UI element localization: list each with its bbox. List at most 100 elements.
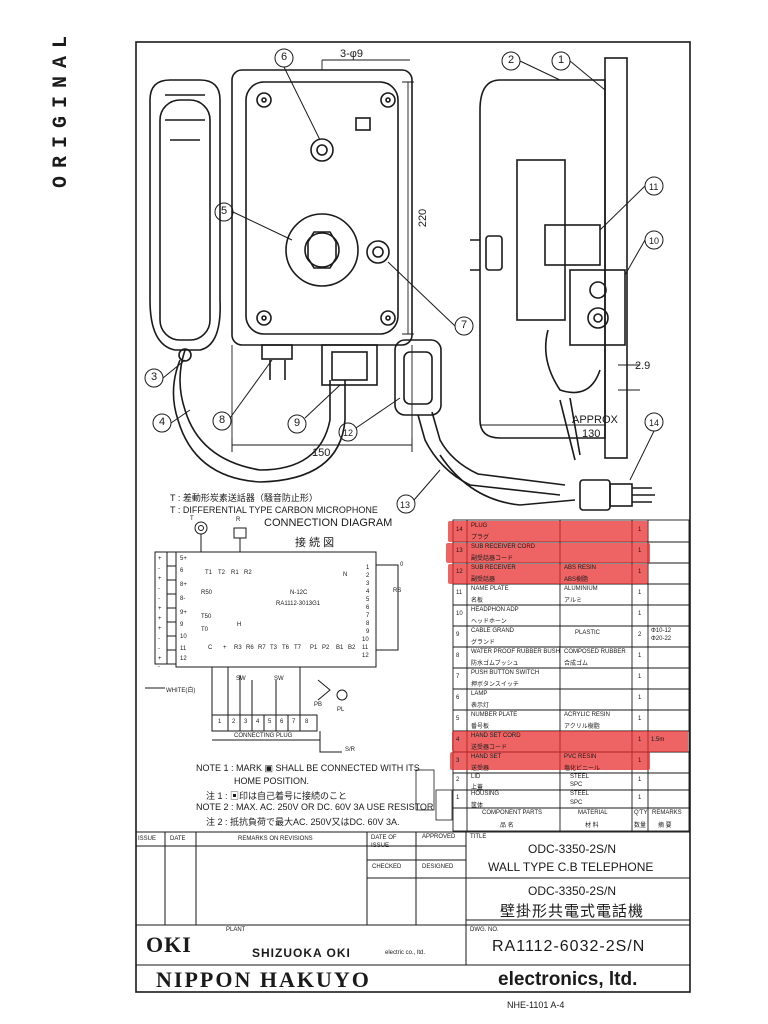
term-b2: B2: [348, 645, 356, 651]
term-p1: P1: [310, 645, 318, 651]
part-en: SUB RECEIVER: [471, 565, 516, 571]
part-qty: 1: [638, 758, 642, 764]
mic-note-jp: T : 差動形炭素送話器（騒音防止形）: [170, 493, 318, 503]
form-number: NHE-1101 A-4: [507, 1000, 565, 1010]
part-mat: STEEL: [570, 791, 590, 797]
part-qty: 1: [638, 777, 642, 783]
rev-issue: ISSUE: [138, 836, 157, 842]
callout-10: 10: [649, 236, 660, 246]
dim-approx: APPROX: [572, 414, 618, 426]
plug-pin-8: 8: [305, 719, 309, 725]
diagram-t-label: T: [190, 516, 194, 522]
part-no: 9: [456, 632, 460, 638]
rev-checked: CHECKED: [372, 864, 402, 870]
part-no: 11: [456, 590, 463, 596]
diagram-title-en: CONNECTION DIAGRAM: [264, 517, 393, 529]
header-remarks: REMARKS: [652, 810, 682, 816]
company-name: SHIZUOKA OKI: [252, 946, 351, 960]
term-r3: R3: [234, 645, 242, 651]
dim-top: 3-φ9: [340, 48, 364, 60]
part-mat: STEEL: [570, 774, 590, 780]
diagram-r-label: R: [236, 517, 241, 523]
part-en: PUSH BUTTON SWITCH: [471, 670, 540, 676]
header-remarks-jp: 摘 要: [658, 823, 672, 829]
lnum-1: 6: [180, 568, 184, 574]
approval-stamps: [415, 769, 453, 821]
rev-date-of-issue: DATE OF ISSUE: [371, 835, 397, 849]
part-qty: 1: [638, 548, 642, 554]
callout-2: 2: [508, 54, 515, 66]
lnum-0: 5+: [180, 556, 187, 562]
part-qty: 1: [638, 590, 642, 596]
mic-note-en: T : DIFFERENTIAL TYPE CARBON MICROPHONE: [170, 505, 378, 515]
rs-pin-12: 12: [362, 653, 369, 659]
highlight-sub-receiver-cord: [446, 543, 650, 563]
sign-9: -: [158, 646, 160, 652]
part-jp: 副受話器コード: [471, 556, 514, 562]
diagram-sw-label-1: SW: [236, 676, 246, 682]
part-en: HOUSING: [471, 791, 500, 797]
rev-date: DATE: [170, 836, 186, 842]
lnum-5: 9: [180, 622, 184, 628]
rev-title-label: TITLE: [470, 834, 487, 840]
dim-height: 220: [417, 208, 430, 228]
part-en: NAME PLATE: [471, 586, 509, 592]
sign-3: -: [158, 586, 160, 592]
part-no: 6: [456, 695, 460, 701]
rs-pin-10: 10: [362, 637, 369, 643]
highlight-sub-receiver: [448, 564, 648, 584]
part-jp: 送受器コード: [471, 745, 508, 751]
part-mat-jp: アクリル樹脂: [564, 724, 600, 730]
lnum-7: 11: [180, 646, 187, 652]
part-mat-jp: 塩化ビニール: [564, 766, 601, 772]
part-no: 8: [456, 653, 460, 659]
part-jp: プラグ: [471, 535, 490, 541]
diagram-white-label: WHITE(白): [166, 688, 196, 694]
callout-11: 11: [649, 182, 659, 192]
rs-pin-3: 3: [366, 581, 370, 587]
dim-side: 2.9: [635, 360, 651, 372]
part-mat: COMPOSED RUBBER: [564, 649, 626, 655]
term-r2: R2: [244, 570, 252, 576]
note1-jp: 注 1 : ▣印は自己着号に接続のこと: [206, 791, 348, 801]
title-block-grid: [136, 831, 690, 966]
part-no: 5: [456, 716, 460, 722]
part-mat-jp: SPC: [570, 782, 583, 788]
term-r1: R1: [231, 570, 239, 576]
part-no: 4: [456, 737, 460, 743]
lnum-3: 8-: [180, 596, 186, 602]
sign-6: +: [158, 616, 162, 622]
part-en: HAND SET: [471, 754, 502, 760]
part-mat-jp: ABS樹脂: [564, 577, 589, 583]
plug-pin-7: 7: [292, 719, 296, 725]
part-rem: Φ10-12 Φ20-22: [651, 628, 672, 642]
rs-pin-11: 11: [362, 645, 369, 651]
part-no: 7: [456, 674, 460, 680]
sign-11: -: [158, 664, 160, 670]
header-qty: Q'TY: [634, 810, 648, 816]
rev-dwg-label: DWG. NO.: [470, 927, 499, 933]
part-jp: 上蓋: [471, 785, 484, 791]
lnum-4: 9+: [180, 610, 187, 616]
part-en: HAND SET CORD: [471, 733, 521, 739]
diagram-h-label: H: [237, 622, 242, 628]
rs-pin-5: 5: [366, 597, 370, 603]
part-en: PLUG: [471, 523, 488, 529]
diagram-sr-label: S/R: [345, 747, 356, 753]
part-mat-jp: アルミ: [564, 598, 582, 604]
sign-2: +: [158, 576, 162, 582]
rev-approved: APPROVED: [422, 834, 456, 840]
term-t6: T6: [282, 645, 290, 651]
diagram-title-jp: 接 続 図: [295, 537, 335, 549]
callout-3: 3: [151, 371, 158, 383]
callout-13: 13: [400, 500, 411, 510]
drawing-number: RA1112-6032-2S/N: [492, 938, 646, 955]
callouts: [144, 48, 664, 514]
part-mat: ACRYLIC RESIN: [564, 712, 610, 718]
connecting-plug-label: CONNECTING PLUG: [234, 733, 293, 739]
dim-approx-val: 130: [582, 428, 601, 440]
sign-10: +: [158, 656, 162, 662]
note2-en: NOTE 2 : MAX. AC. 250V OR DC. 60V 3A USE…: [196, 802, 434, 812]
part-jp: 副受話器: [471, 577, 496, 583]
